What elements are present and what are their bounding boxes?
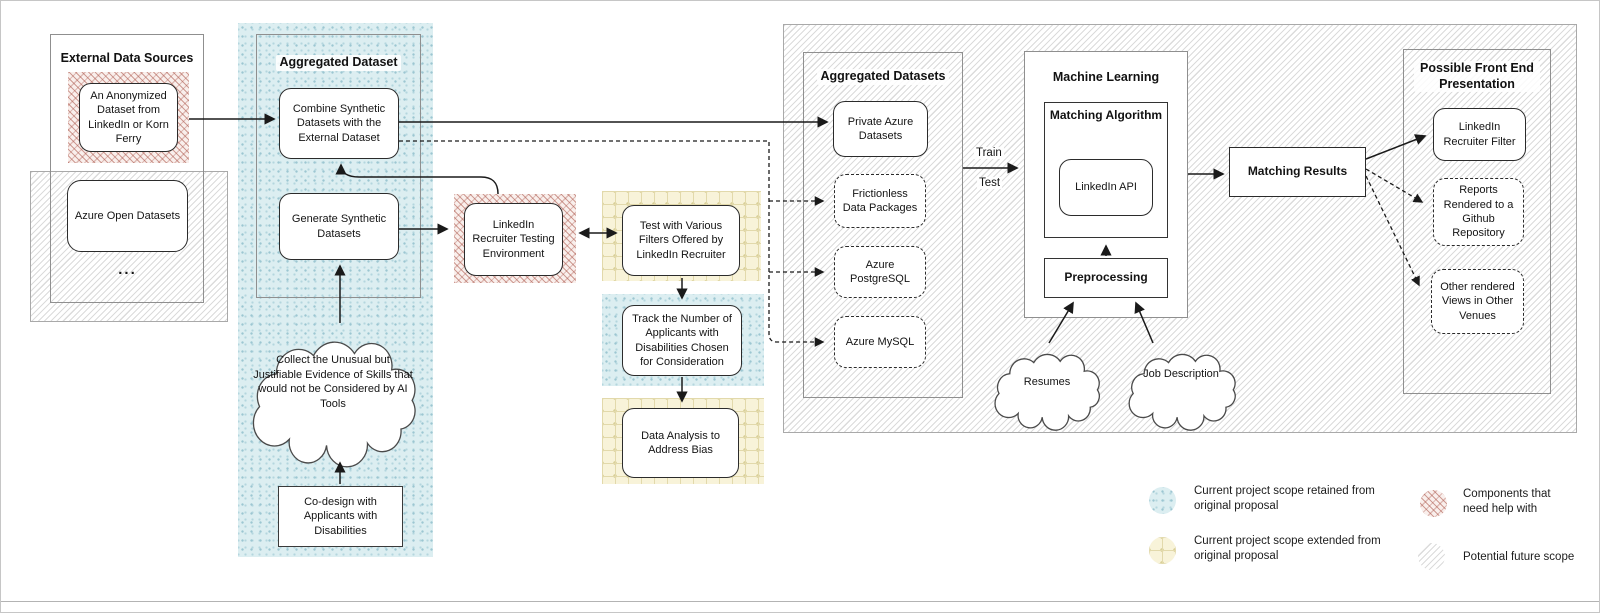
azure-open-datasets-node: Azure Open Datasets: [67, 180, 188, 252]
legend-swatch-future-scope: [1418, 543, 1445, 570]
data-analysis-node: Data Analysis to Address Bias: [622, 408, 739, 478]
preprocessing-node: Preprocessing: [1044, 258, 1168, 298]
azure-postgresql-node: Azure PostgreSQL: [834, 246, 926, 298]
legend-label-retained-scope: Current project scope retained from orig…: [1194, 485, 1375, 513]
collect-evidence-cloud-label: Collect the Unusual but Justifiable Evid…: [253, 354, 413, 410]
legend-swatch-needs-help: [1420, 490, 1447, 517]
train-label: Train: [974, 147, 1004, 159]
matching-algorithm-title: Matching Algorithm: [1049, 108, 1163, 122]
track-applicants-node: Track the Number of Applicants with Disa…: [622, 305, 742, 376]
legend-label-needs-help: Components that need help with: [1463, 488, 1551, 516]
more-sources-ellipsis: ...: [118, 261, 137, 278]
anonymized-dataset-node: An Anonymized Dataset from LinkedIn or K…: [79, 83, 178, 152]
external-data-sources-frame: [50, 34, 204, 303]
aggregated-dataset-title: Aggregated Dataset: [256, 55, 421, 71]
linkedin-recruiter-testing-env-node: LinkedIn Recruiter Testing Environment: [464, 203, 563, 276]
aggregated-datasets-title: Aggregated Datasets: [803, 69, 963, 85]
matching-results-node: Matching Results: [1229, 147, 1366, 197]
azure-mysql-node: Azure MySQL: [834, 316, 926, 368]
legend-swatch-retained-scope: [1149, 487, 1176, 514]
test-label: Test: [977, 177, 1003, 189]
legend-label-future-scope: Potential future scope: [1463, 551, 1575, 563]
frictionless-data-packages-node: Frictionless Data Packages: [834, 174, 926, 228]
test-filters-node: Test with Various Filters Offered by Lin…: [622, 205, 740, 276]
front-end-presentation-title: Possible Front End Presentation: [1403, 61, 1551, 93]
machine-learning-title: Machine Learning: [1052, 70, 1160, 84]
other-rendered-views-node: Other rendered Views in Other Venues: [1431, 269, 1524, 334]
resumes-cloud-label: Resumes: [1023, 376, 1071, 388]
footer-divider: [1, 601, 1599, 602]
legend-label-extended-scope: Current project scope extended from orig…: [1194, 535, 1381, 563]
job-description-cloud-label: Job Description: [1143, 368, 1219, 380]
legend-swatch-extended-scope: [1149, 537, 1176, 564]
reports-github-node: Reports Rendered to a Github Repository: [1433, 178, 1524, 246]
linkedin-api-node: LinkedIn API: [1059, 159, 1153, 216]
generate-synthetic-datasets-node: Generate Synthetic Datasets: [279, 193, 399, 260]
combine-synthetic-datasets-node: Combine Synthetic Datasets with the Exte…: [279, 88, 399, 159]
external-data-sources-title: External Data Sources: [60, 51, 194, 65]
codesign-node: Co-design with Applicants with Disabilit…: [278, 486, 403, 547]
linkedin-recruiter-filter-node: LinkedIn Recruiter Filter: [1433, 108, 1526, 161]
private-azure-datasets-node: Private Azure Datasets: [833, 101, 928, 157]
